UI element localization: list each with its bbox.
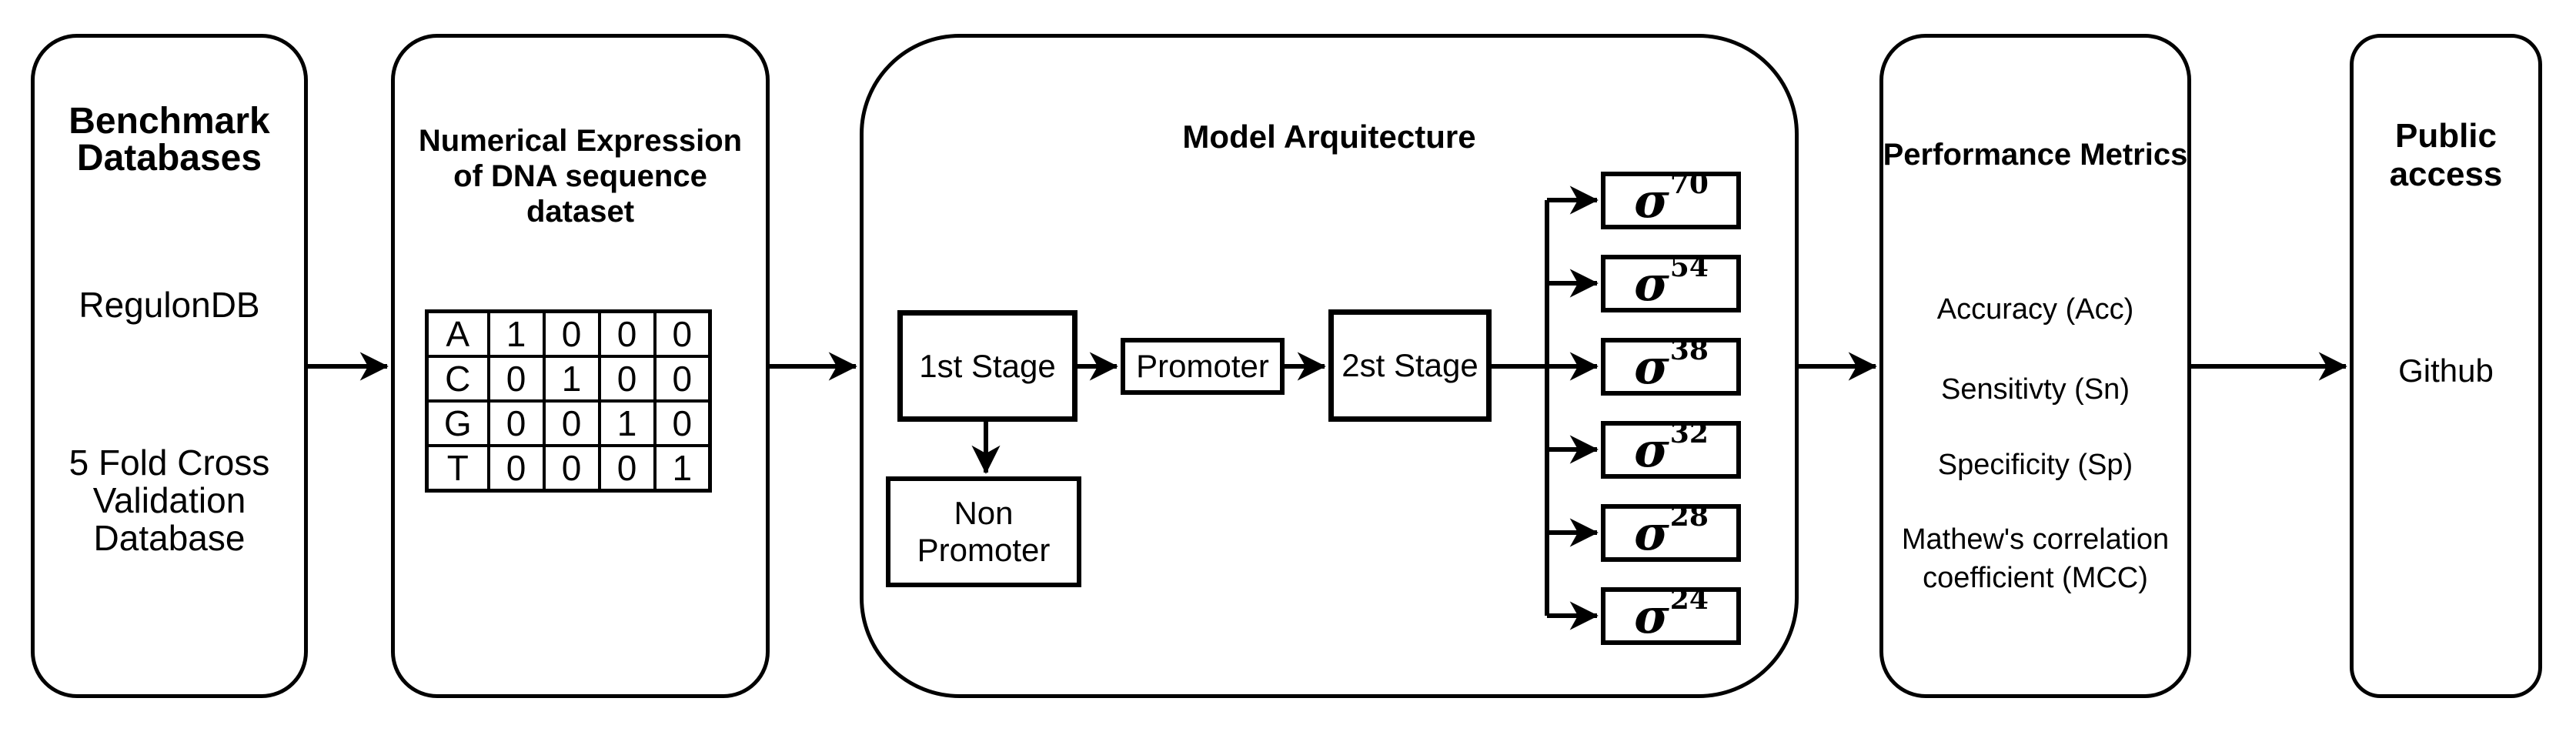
sigma-exponent: 24 — [1669, 583, 1709, 616]
metric-specificity: Specificity (Sp) — [1937, 449, 2133, 481]
benchmark-databases-container — [31, 34, 308, 698]
table-cell: C — [425, 355, 490, 403]
public-access-container — [2350, 34, 2542, 698]
table-cell: 0 — [597, 309, 657, 358]
sigma-symbol: σ — [1634, 587, 1669, 644]
table-row: G 0 0 1 0 — [425, 399, 712, 447]
public-access-title: Public access — [2389, 117, 2503, 193]
table-row: T 0 0 0 1 — [425, 444, 712, 493]
table-cell: 0 — [486, 355, 546, 403]
stage1-label: 1st Stage — [919, 347, 1056, 384]
promoter-box: Promoter — [1121, 338, 1285, 395]
non-promoter-box: Non Promoter — [886, 476, 1081, 587]
table-row: A 1 0 0 0 — [425, 309, 712, 358]
sigma-symbol: σ — [1634, 255, 1669, 312]
stage2-label: 2st Stage — [1341, 347, 1478, 383]
benchmark-databases-title: Benchmark Databases — [68, 101, 270, 179]
table-cell: T — [425, 444, 490, 493]
performance-metrics-title: Performance Metrics — [1883, 138, 2188, 172]
table-cell: 0 — [542, 444, 601, 493]
github-label: Github — [2398, 352, 2494, 389]
sigma-symbol: σ — [1634, 338, 1669, 395]
table-cell: 0 — [653, 309, 712, 358]
table-cell: 0 — [653, 355, 712, 403]
table-row: C 0 1 0 0 — [425, 355, 712, 403]
table-cell: G — [425, 399, 490, 447]
table-cell: 1 — [542, 355, 601, 403]
table-cell: A — [425, 309, 490, 358]
table-cell: 0 — [597, 355, 657, 403]
sigma-exponent: 38 — [1669, 333, 1709, 366]
sigma-symbol: σ — [1634, 504, 1669, 561]
model-architecture-title: Model Arquitecture — [1182, 119, 1476, 155]
regulondb-label: RegulonDB — [79, 285, 260, 325]
metric-accuracy: Accuracy (Acc) — [1936, 293, 2134, 326]
table-cell: 0 — [486, 399, 546, 447]
metric-mcc: Mathew's correlation coefficient (MCC) — [1901, 523, 2170, 594]
stage1-box: 1st Stage — [897, 310, 1078, 422]
non-promoter-label: Non Promoter — [917, 495, 1051, 568]
table-cell: 0 — [542, 399, 601, 447]
table-cell: 0 — [542, 309, 601, 358]
table-cell: 0 — [653, 399, 712, 447]
table-cell: 0 — [486, 444, 546, 493]
metric-sensitivity: Sensitivty (Sn) — [1941, 373, 2130, 406]
stage2-box: 2st Stage — [1328, 309, 1492, 422]
sigma-exponent: 54 — [1669, 250, 1709, 283]
sigma-symbol: σ — [1634, 172, 1669, 229]
table-cell: 0 — [597, 444, 657, 493]
numerical-expression-title: Numerical Expression of DNA sequence dat… — [418, 124, 743, 229]
promoter-label: Promoter — [1136, 348, 1269, 384]
table-cell: 1 — [653, 444, 712, 493]
table-cell: 1 — [597, 399, 657, 447]
sigma-exponent: 32 — [1669, 416, 1709, 449]
sigma-exponent: 28 — [1669, 499, 1709, 533]
sigma-exponent: 70 — [1669, 167, 1709, 200]
cross-validation-label: 5 Fold Cross Validation Database — [68, 443, 270, 558]
one-hot-encoding-table: A 1 0 0 0 C 0 1 0 0 G 0 0 1 0 T 0 0 0 1 — [425, 309, 712, 493]
table-cell: 1 — [486, 309, 546, 358]
performance-metrics-container — [1879, 34, 2191, 698]
sigma-symbol: σ — [1634, 421, 1669, 478]
